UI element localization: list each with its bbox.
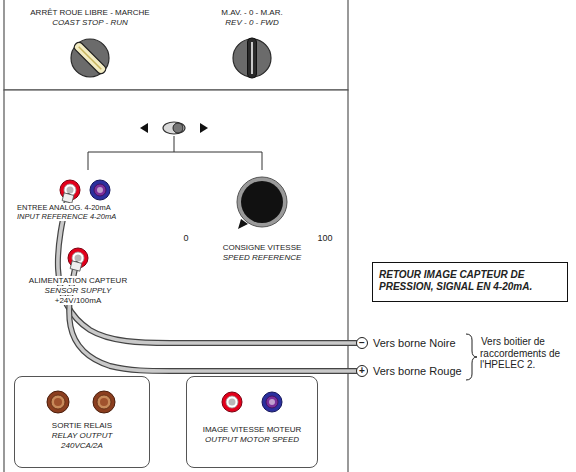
label-text: ARRÊT ROUE LIBRE - MARCHE	[29, 8, 150, 17]
box-text: OUTPUT MOTOR SPEED	[193, 435, 311, 445]
label-text: REV - 0 - FWD	[224, 18, 279, 27]
label-text: SPEED REFERENCE	[222, 253, 303, 262]
panel-label: SPEED REFERENCE	[192, 253, 332, 263]
panel-label: 100	[310, 233, 340, 244]
direction-switch	[233, 38, 271, 78]
red-jack	[222, 392, 242, 412]
panel-label: +24V/100mA	[8, 296, 148, 306]
label-text: ALIMENTATION CAPTEUR	[28, 276, 128, 285]
label-text: ENTREE ANALOG. 4-20mA	[16, 203, 112, 212]
label-text: INPUT REFERENCE 4-20mA	[16, 212, 117, 221]
blue-jack	[262, 392, 282, 412]
terminal-sign: −	[356, 337, 368, 349]
label-text: +24V/100mA	[54, 296, 102, 305]
blue-jack	[90, 180, 110, 200]
label-text: 0	[182, 233, 189, 243]
panel-label: M.AV. - 0 - M.AR.	[172, 8, 332, 18]
panel-label: REV - 0 - FWD	[172, 18, 332, 28]
output-box: SORTIE RELAISRELAY OUTPUT240VCA/2A	[14, 376, 150, 468]
label-text: M.AV. - 0 - M.AR.	[220, 8, 283, 17]
speed-knob	[237, 177, 287, 229]
label-text: COAST STOP - RUN	[51, 18, 129, 27]
label-text: −	[358, 337, 366, 348]
coast-stop-switch	[71, 39, 109, 77]
output-box: IMAGE VITESSE MOTEUROUTPUT MOTOR SPEED	[186, 376, 318, 468]
terminal-circle	[357, 338, 368, 349]
panel-label: INPUT REFERENCE 4-20mA	[16, 212, 156, 221]
label-text: CONSIGNE VITESSE	[222, 243, 303, 252]
panel-label: Vers borne Noire	[372, 337, 464, 350]
panel-label: SENSOR SUPPLY	[8, 286, 148, 296]
terminal-sign: +	[356, 365, 368, 377]
box-text: 240VCA/2A	[21, 441, 143, 451]
label-text: +	[358, 365, 366, 376]
box-text: IMAGE VITESSE MOTEUR	[193, 425, 311, 435]
terminal-circle	[357, 366, 368, 377]
panel-label: Vers borne Rouge	[372, 365, 464, 378]
label-text: Vers borne Noire	[372, 337, 457, 349]
panel-label: 0	[176, 233, 196, 244]
callout-box: RETOUR IMAGE CAPTEUR DE PRESSION, SIGNAL…	[372, 262, 568, 302]
brown-jack	[47, 391, 69, 413]
label-text: SENSOR SUPPLY	[44, 286, 113, 295]
selector-toggle	[140, 122, 208, 134]
panel-label: COAST STOP - RUN	[10, 18, 170, 28]
box-text: RELAY OUTPUT	[21, 431, 143, 441]
label-text: 100	[316, 233, 333, 243]
upper-panel	[4, 0, 348, 90]
panel-label: ALIMENTATION CAPTEUR	[8, 276, 148, 286]
label-text: Vers boitier de raccordements de l'HPELE…	[480, 336, 560, 370]
panel-label: Vers boitier de raccordements de l'HPELE…	[480, 336, 572, 371]
lower-panel	[4, 90, 348, 472]
box-text: RETOUR IMAGE CAPTEUR DE PRESSION, SIGNAL…	[379, 269, 561, 293]
selector-bracket	[88, 136, 262, 170]
box-text: SORTIE RELAIS	[21, 421, 143, 431]
brown-jack	[93, 391, 115, 413]
panel-label: ENTREE ANALOG. 4-20mA	[16, 203, 156, 212]
panel-label: ARRÊT ROUE LIBRE - MARCHE	[10, 8, 170, 18]
label-text: Vers borne Rouge	[372, 365, 463, 377]
brace	[466, 334, 477, 380]
panel-label: CONSIGNE VITESSE	[192, 243, 332, 253]
